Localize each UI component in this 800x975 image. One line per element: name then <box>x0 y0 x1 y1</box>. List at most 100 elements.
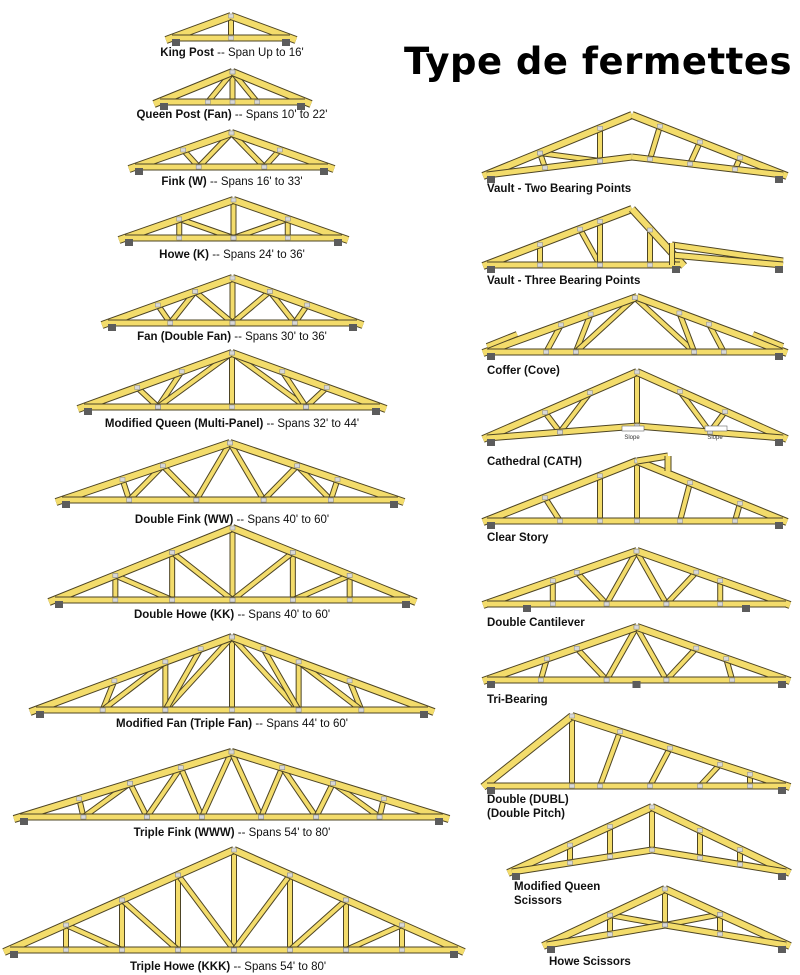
gusset-plate <box>717 601 723 607</box>
bearing-block <box>487 787 495 794</box>
gusset-plate <box>229 99 236 105</box>
gusset-plate <box>343 897 349 903</box>
web-member <box>598 731 622 787</box>
gusset-plate <box>544 656 550 662</box>
gusset-plate <box>399 947 405 953</box>
truss-span: -- Spans 54' to 80' <box>230 961 326 973</box>
bearing-block <box>778 681 786 688</box>
gusset-plate <box>573 646 580 651</box>
truss-span: -- Spans 40' to 60' <box>234 609 330 621</box>
gusset-plate <box>607 854 613 859</box>
gusset-plate <box>313 814 319 820</box>
web-member <box>262 464 299 502</box>
truss-fan-double-fan: Fan (Double Fan) -- Spans 30' to 36' <box>100 274 365 343</box>
gusset-plate <box>550 601 556 607</box>
gusset-plate <box>597 518 603 524</box>
gusset-plate <box>597 125 603 131</box>
gusset-plate <box>647 262 653 268</box>
truss-label: Vault - Three Bearing Points <box>487 275 640 287</box>
truss-queen-post-fan: Queen Post (Fan) -- Spans 10' to 22' <box>136 68 328 121</box>
gusset-plate <box>80 814 87 820</box>
truss-double-dubl-double-pitch: Double (DUBL)(Double Pitch) <box>480 712 792 820</box>
web-member <box>558 391 592 434</box>
truss-label: Double Cantilever <box>487 617 585 629</box>
gusset-plate <box>662 886 668 892</box>
web-member <box>292 573 351 602</box>
gusset-plate <box>176 235 182 241</box>
gusset-plate <box>287 872 293 878</box>
top-chord-right <box>571 713 791 790</box>
top-chord-left <box>55 440 231 505</box>
truss-name-line2: (Double Pitch) <box>487 808 565 820</box>
gusset-plate <box>557 518 563 524</box>
top-chord-left <box>118 197 235 243</box>
gusset-plate <box>155 404 161 410</box>
web-member <box>170 550 234 602</box>
gusset-plate <box>177 765 184 770</box>
gusset-plate <box>597 219 603 224</box>
top-chord-left <box>2 847 236 955</box>
gusset-plate <box>587 311 594 317</box>
web-member <box>698 763 722 788</box>
web-member <box>280 370 308 409</box>
web-member <box>178 766 204 818</box>
web-member <box>575 570 609 606</box>
truss-span: -- Spans 10' to 22' <box>232 109 328 121</box>
bearing-block <box>523 605 531 612</box>
extension-bottom-chord <box>671 252 784 268</box>
truss-name: Double Cantilever <box>487 617 585 629</box>
gusset-plate <box>647 156 653 162</box>
web-member <box>604 550 639 605</box>
bearing-block <box>62 501 70 508</box>
gusset-plate <box>134 385 141 390</box>
gusset-plate <box>228 130 235 136</box>
gusset-plate <box>706 321 712 327</box>
truss-label: Double Fink (WW) -- Spans 40' to 60' <box>135 514 329 526</box>
gusset-plate <box>346 597 353 603</box>
truss-label: Cathedral (CATH) <box>487 456 582 468</box>
gusset-plate <box>343 947 349 953</box>
gusset-plate <box>229 350 235 356</box>
gusset-plate <box>649 804 655 810</box>
truss-double-howe-kk: Double Howe (KK) -- Spans 40' to 60' <box>47 524 418 621</box>
top-chord-left <box>100 275 234 328</box>
web-member <box>543 496 562 523</box>
gusset-plate <box>169 597 175 603</box>
truss-name: Modified Queen <box>514 881 600 893</box>
gusset-plate <box>647 227 653 233</box>
gusset-plate <box>717 912 723 917</box>
gusset-plate <box>617 729 623 734</box>
gusset-plate <box>230 235 237 241</box>
web-member <box>648 125 662 160</box>
truss-vault-three-bearing-points: Vault - Three Bearing Points <box>481 205 784 287</box>
gusset-plate <box>260 497 267 503</box>
truss-name: Fan (Double Fan) <box>137 331 231 343</box>
truss-howe-scissors: Howe Scissors <box>541 885 792 968</box>
gusset-plate <box>229 404 235 410</box>
truss-span: -- Spans 30' to 36' <box>231 331 327 343</box>
truss-span: -- Spans 24' to 36' <box>209 249 305 261</box>
top-chord-left <box>47 525 234 605</box>
top-chord-left <box>481 206 634 269</box>
gusset-plate <box>199 814 205 820</box>
truss-name: Double Howe (KK) <box>134 609 234 621</box>
truss-name: Double Fink (WW) <box>135 514 234 526</box>
gusset-plate <box>112 573 119 578</box>
web-member <box>229 751 263 818</box>
gusset-plate <box>676 310 683 316</box>
gusset-plate <box>303 404 309 410</box>
bearing-block <box>10 951 18 958</box>
gusset-plate <box>693 569 700 575</box>
gusset-plate <box>376 814 383 820</box>
bearing-block <box>778 873 786 880</box>
gusset-plate <box>667 745 673 751</box>
truss-king-post: King Post -- Span Up to 16' <box>160 12 304 59</box>
gusset-plate <box>155 302 161 308</box>
bearing-block <box>20 818 28 825</box>
gusset-plate <box>632 295 638 300</box>
top-chord-left <box>481 458 639 525</box>
gusset-plate <box>76 796 82 802</box>
gusset-plate <box>542 410 548 415</box>
gusset-plate <box>597 473 603 479</box>
